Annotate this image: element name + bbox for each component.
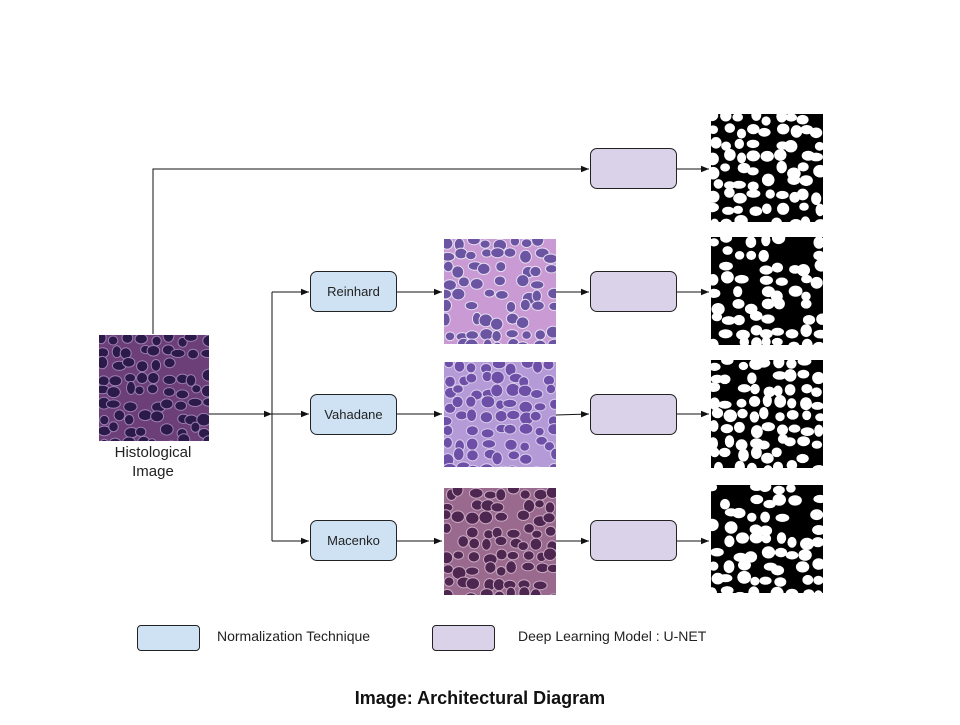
diagram-title: Image: Architectural Diagram	[0, 688, 960, 709]
input-histology-image	[99, 335, 209, 441]
segmentation-mask-3	[711, 360, 823, 468]
legend-model-swatch	[432, 625, 495, 651]
segmentation-mask-2	[711, 237, 823, 345]
macenko-normalized-image	[444, 488, 556, 595]
vahadane-normalized-image	[444, 362, 556, 467]
unet-model-box-2	[590, 271, 677, 312]
legend-normalization-label: Normalization Technique	[217, 628, 370, 644]
legend-normalization-swatch	[137, 625, 200, 651]
unet-model-box-4	[590, 520, 677, 561]
input-caption-line2: Image	[132, 463, 174, 480]
input-caption: Histological Image	[93, 443, 213, 481]
reinhard-normalized-image	[444, 239, 556, 344]
segmentation-mask-1	[711, 114, 823, 222]
vahadane-image-to-model-arrow	[556, 414, 589, 415]
legend-model-label: Deep Learning Model : U-NET	[518, 628, 706, 644]
segmentation-mask-4	[711, 485, 823, 593]
unet-model-box-3	[590, 394, 677, 435]
input-caption-line1: Histological	[115, 444, 192, 461]
reinhard-box: Reinhard	[310, 271, 397, 312]
unet-model-box-1	[590, 148, 677, 189]
vahadane-box: Vahadane	[310, 394, 397, 435]
macenko-box: Macenko	[310, 520, 397, 561]
